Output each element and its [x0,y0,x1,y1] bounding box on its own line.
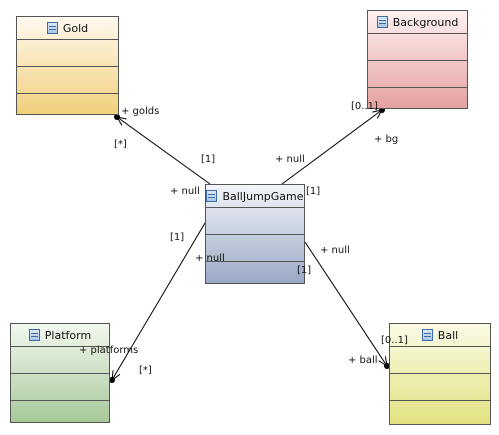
class-platform-header: Platform [11,324,109,347]
class-background-header: Background [368,11,467,34]
class-platform[interactable]: Platform [10,323,110,423]
class-gold-operations [17,67,118,94]
association-platform[interactable] [112,222,206,380]
class-gold-attributes [17,40,118,67]
class-ball-name: Ball [437,328,459,342]
class-balljumpgame-name: BallJumpGame [222,189,304,203]
class-balljumpgame-header: BallJumpGame [206,185,304,208]
gold-multiplicity-label: [*] [114,139,127,150]
background-role-label: + bg [374,134,399,145]
background-source-multiplicity-label: [1] [306,186,321,197]
ball-source-multiplicity-label: [1] [297,265,312,276]
class-platform-attributes [11,347,109,374]
class-ball-operations [390,374,490,401]
class-icon [46,22,58,34]
association-gold[interactable] [117,117,211,185]
class-icon [206,190,218,202]
platform-role-label: + platforms [79,345,139,356]
class-balljumpgame[interactable]: BallJumpGame [205,184,305,284]
class-gold-name: Gold [62,21,89,35]
platform-multiplicity-label: [*] [139,365,152,376]
association-ball-end-dot [384,363,390,369]
ball-role-label: + ball [348,355,378,366]
association-gold-end-dot [114,114,120,120]
ball-multiplicity-label: [0..1] [381,335,408,346]
class-balljumpgame-attributes [206,208,304,235]
platform-source-multiplicity-label: [1] [170,232,185,243]
gold-source-multiplicity-label: [1] [201,154,216,165]
class-icon [421,329,433,341]
platform-source-role-label: + null [195,253,225,264]
class-background-operations [368,61,467,88]
class-platform-name: Platform [44,328,92,342]
class-icon [28,329,40,341]
association-ball[interactable] [304,241,387,366]
class-ball-header: Ball [390,324,490,347]
class-gold[interactable]: Gold [16,16,119,115]
class-background[interactable]: Background [367,10,468,109]
background-multiplicity-label: [0..1] [351,101,378,112]
association-platform-end-dot [109,377,115,383]
class-platform-operations [11,374,109,401]
background-source-role-label: + null [275,154,305,165]
class-balljumpgame-operations [206,235,304,262]
class-ball[interactable]: Ball [389,323,491,425]
class-gold-header: Gold [17,17,118,40]
gold-source-role-label: + null [170,186,200,197]
class-background-attributes [368,34,467,61]
class-icon [376,16,388,28]
class-background-name: Background [392,15,459,29]
ball-source-role-label: + null [320,245,350,256]
class-ball-attributes [390,347,490,374]
gold-role-label: + golds [121,106,160,117]
association-background[interactable] [281,110,382,185]
